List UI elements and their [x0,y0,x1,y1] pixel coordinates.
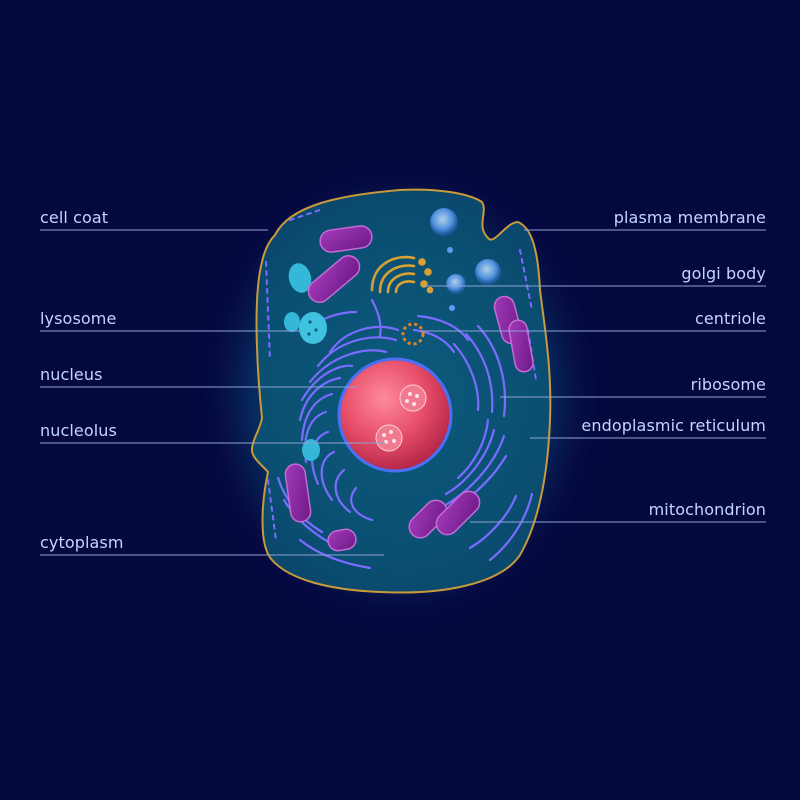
leader-lines [40,229,766,556]
vesicles [430,208,501,311]
label-nucleolus: nucleolus [40,421,117,440]
label-centriole: centriole [694,309,766,328]
label-cell-coat: cell coat [40,208,109,227]
label-mitochondrion: mitochondrion [648,500,766,519]
label-golgi-body: golgi body [681,264,766,283]
label-plasma-membrane: plasma membrane [613,208,766,227]
nucleolus [375,384,427,452]
centriole [401,322,425,346]
label-endoplasmic-reticulum: endoplasmic reticulum [581,416,766,435]
label-cytoplasm: cytoplasm [40,533,124,552]
label-nucleus: nucleus [40,365,103,384]
mitochondrion [284,225,534,552]
label-ribosome: ribosome [690,375,766,394]
nucleus [337,357,453,473]
golgi-body [370,255,434,294]
lysosome [284,263,327,461]
label-lysosome: lysosome [40,309,117,328]
